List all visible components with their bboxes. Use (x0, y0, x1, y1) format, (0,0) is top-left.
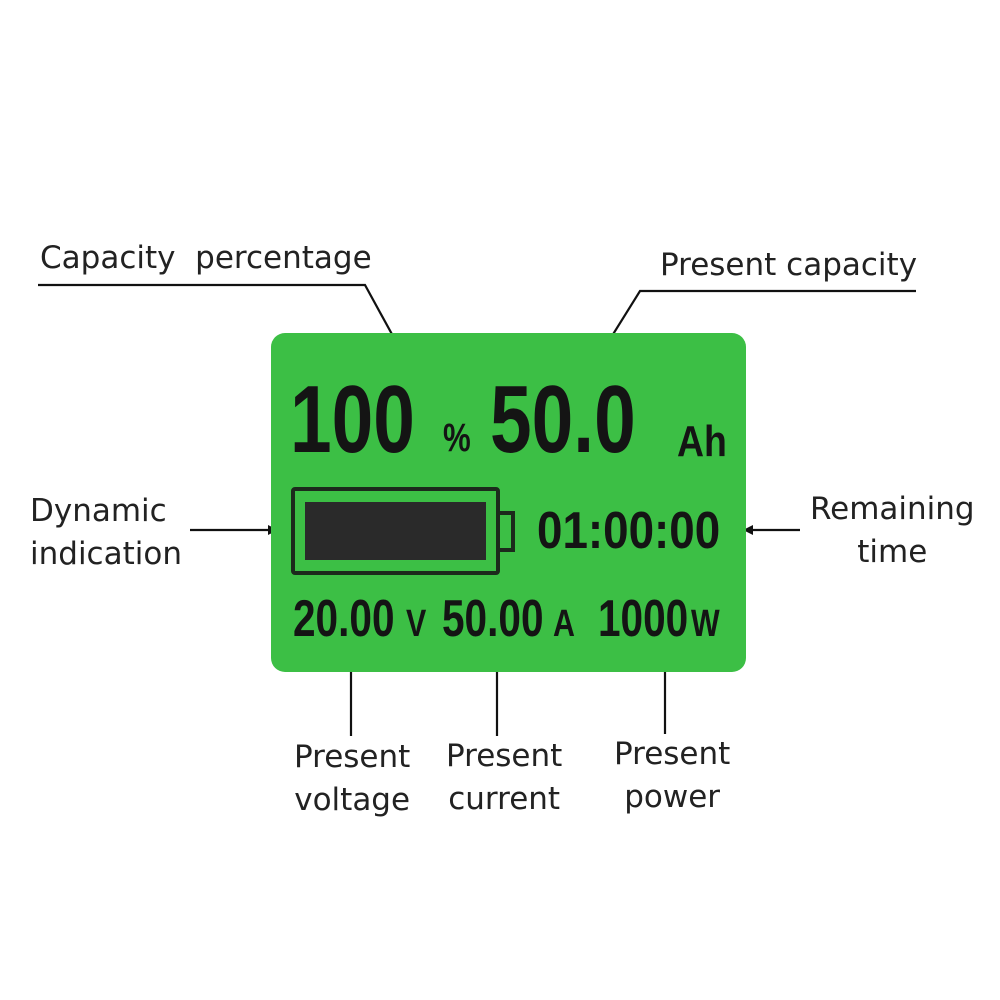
label-remaining-time: Remaining time (810, 488, 975, 574)
voltage-unit: V (406, 603, 427, 645)
capacity-percent-unit: % (443, 416, 471, 460)
label-present-voltage: Present voltage (294, 736, 410, 822)
power-unit: W (691, 603, 720, 645)
label-dynamic-indication-line2: indication (30, 535, 182, 572)
current-value: 50.00 (442, 590, 544, 648)
capacity-percent-value: 100 (290, 366, 415, 473)
battery-terminal (500, 511, 515, 552)
label-present-power-line2: power (624, 778, 721, 815)
battery-indicator (291, 487, 500, 575)
label-present-power-line1: Present (614, 736, 731, 772)
label-dynamic-indication-line1: Dynamic (30, 493, 167, 529)
label-present-current-line1: Present (446, 738, 563, 774)
capacity-ah-value: 50.0 (490, 366, 636, 473)
label-remaining-time-line1: Remaining (810, 491, 975, 527)
label-present-voltage-line1: Present (294, 739, 411, 775)
battery-fill (305, 502, 486, 560)
label-present-capacity-text: Present capacity (660, 247, 918, 283)
label-present-power: Present power (614, 733, 730, 819)
current-unit: A (553, 603, 575, 645)
power-value: 1000 (598, 590, 689, 648)
voltage-value: 20.00 (293, 590, 395, 648)
label-capacity-percentage: Capacity percentage (40, 237, 372, 280)
label-remaining-time-line2: time (857, 533, 928, 570)
label-dynamic-indication: Dynamic indication (30, 490, 182, 576)
label-capacity-percentage-text: Capacity percentage (40, 240, 372, 276)
label-present-current: Present current (446, 735, 562, 821)
label-present-voltage-line2: voltage (294, 781, 411, 818)
capacity-ah-unit: Ah (677, 417, 727, 466)
remaining-time-value: 01:00:00 (537, 502, 721, 560)
label-present-current-line2: current (448, 780, 561, 817)
label-present-capacity: Present capacity (660, 244, 917, 287)
